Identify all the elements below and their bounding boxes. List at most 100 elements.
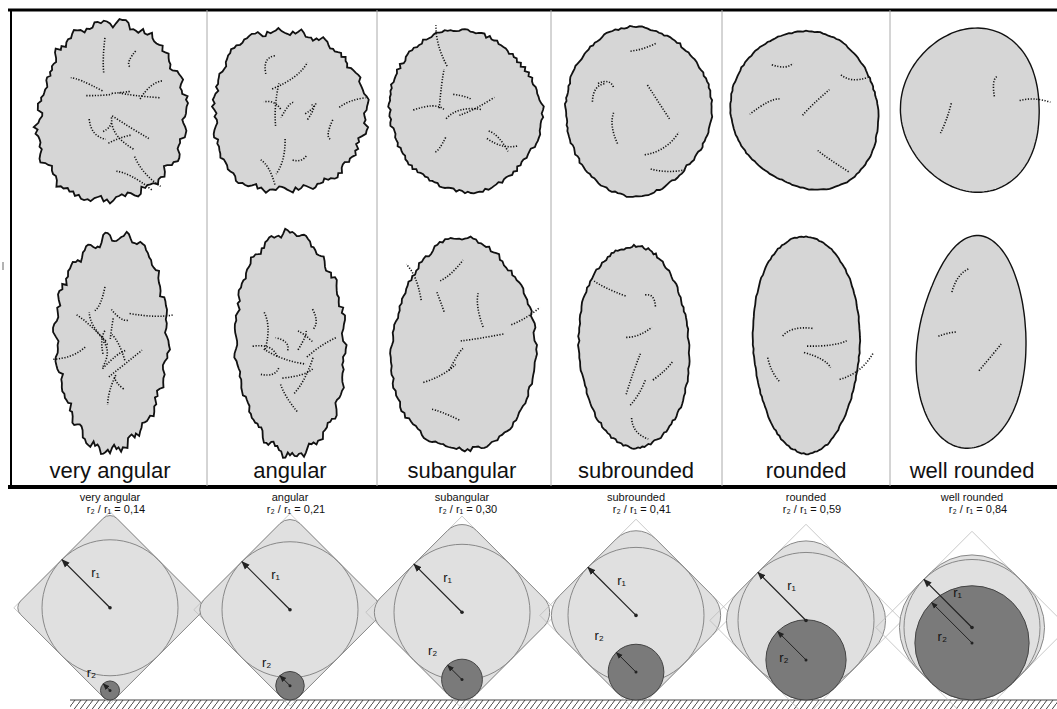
roundness-class: well rounded xyxy=(910,459,1035,483)
grain-texture xyxy=(103,351,126,369)
grain-texture xyxy=(307,337,337,357)
radius-label: r₂ xyxy=(262,656,271,670)
grain-texture xyxy=(645,132,679,155)
grain-texture xyxy=(413,106,444,110)
radius-label: r₂ xyxy=(87,666,96,680)
grain-texture xyxy=(109,350,142,377)
grain-texture xyxy=(818,151,850,173)
roundness-class: subangular xyxy=(408,459,517,483)
grain-texture xyxy=(130,314,174,317)
center-dot xyxy=(804,619,808,623)
grain-texture xyxy=(626,354,640,395)
ratio-label: r₂ / r₁ = 0,41 xyxy=(613,503,671,515)
center-dot xyxy=(109,689,112,692)
grain-texture xyxy=(272,63,307,89)
radius-arrow xyxy=(242,562,290,610)
grain-texture xyxy=(89,119,106,139)
grain-texture xyxy=(112,335,125,361)
grain-outline xyxy=(53,232,170,454)
column-divider xyxy=(551,10,552,486)
grain-texture xyxy=(632,418,649,439)
sharp-diamond xyxy=(710,524,902,709)
grain-texture xyxy=(140,81,162,100)
grain-texture xyxy=(435,137,446,152)
center-dot xyxy=(460,610,464,614)
grain-texture xyxy=(592,84,604,102)
grain-texture xyxy=(631,43,658,51)
grain-texture xyxy=(102,330,106,354)
grain-outline xyxy=(565,26,712,197)
radius-arrow xyxy=(616,652,636,672)
ratio-label: r₂ / r₁ = 0,14 xyxy=(87,503,145,515)
grain-texture xyxy=(108,135,131,143)
grain-texture xyxy=(803,90,830,116)
grain-texture xyxy=(750,99,780,114)
grain-texture xyxy=(768,358,780,382)
center-dot xyxy=(289,684,292,687)
grain-texture xyxy=(339,98,365,108)
grain-texture xyxy=(477,293,483,327)
grain-texture xyxy=(313,309,317,329)
grain-texture xyxy=(77,315,108,345)
grain-texture xyxy=(281,384,298,412)
grain-texture xyxy=(282,369,312,378)
grain-texture xyxy=(102,117,112,132)
grain-outline xyxy=(753,237,861,455)
grain-outline xyxy=(578,245,690,449)
grain-texture xyxy=(298,330,306,350)
grain-texture xyxy=(281,103,293,118)
grain-texture xyxy=(116,171,151,190)
radius-label: r₂ xyxy=(594,629,603,643)
grain-outline xyxy=(388,29,544,193)
grain-texture xyxy=(841,75,869,80)
center-dot xyxy=(805,658,808,661)
grain-texture xyxy=(293,155,308,161)
ratio-label: r₂ / r₁ = 0,84 xyxy=(949,503,1007,515)
grain-outline xyxy=(212,28,369,193)
grain-texture xyxy=(993,77,996,98)
corner-circle xyxy=(100,681,119,700)
grain-texture xyxy=(261,368,279,375)
grain-texture xyxy=(453,94,471,99)
grain-texture xyxy=(86,94,111,95)
grain-texture xyxy=(115,377,124,389)
grain-texture xyxy=(772,63,793,67)
radius-label: r₁ xyxy=(617,574,626,588)
grain-texture xyxy=(431,409,459,420)
grain-texture xyxy=(298,331,312,342)
grain-texture xyxy=(489,131,508,151)
roundness-class: rounded xyxy=(766,459,847,483)
grain-texture xyxy=(305,102,316,114)
ground-line xyxy=(70,700,1057,701)
grain-texture xyxy=(328,120,333,139)
grain-texture xyxy=(626,327,652,337)
roundness-class: angular xyxy=(253,459,326,483)
frame-line xyxy=(10,10,12,488)
center-dot xyxy=(971,641,974,644)
grain-texture xyxy=(461,334,505,341)
roundness-class: subrounded xyxy=(578,459,694,483)
grain-texture xyxy=(439,69,444,108)
rounded-grain-shape xyxy=(18,516,202,700)
rounded-grain-shape xyxy=(551,531,720,700)
grain-texture xyxy=(807,341,847,346)
radius-label: r₁ xyxy=(91,566,100,580)
grain-texture xyxy=(406,264,421,300)
ratio-label: r₂ / r₁ = 0,30 xyxy=(439,503,497,515)
shape-name: well rounded xyxy=(941,491,1003,503)
grain-texture xyxy=(840,353,873,379)
corner-circle xyxy=(276,671,305,700)
inscribed-circle xyxy=(222,542,358,678)
shape-name: subrounded xyxy=(607,491,665,503)
grain-texture xyxy=(276,338,289,351)
grain-outline xyxy=(730,31,878,190)
grain-outline xyxy=(34,19,188,203)
grain-texture xyxy=(436,25,447,66)
grain-texture xyxy=(264,101,281,109)
center-dot xyxy=(634,614,638,618)
corner-circle xyxy=(442,659,483,700)
grain-texture xyxy=(647,85,669,119)
roundness-class: very angular xyxy=(49,459,170,483)
rounded-grain-shape xyxy=(899,555,1044,700)
grain-texture xyxy=(293,358,313,395)
